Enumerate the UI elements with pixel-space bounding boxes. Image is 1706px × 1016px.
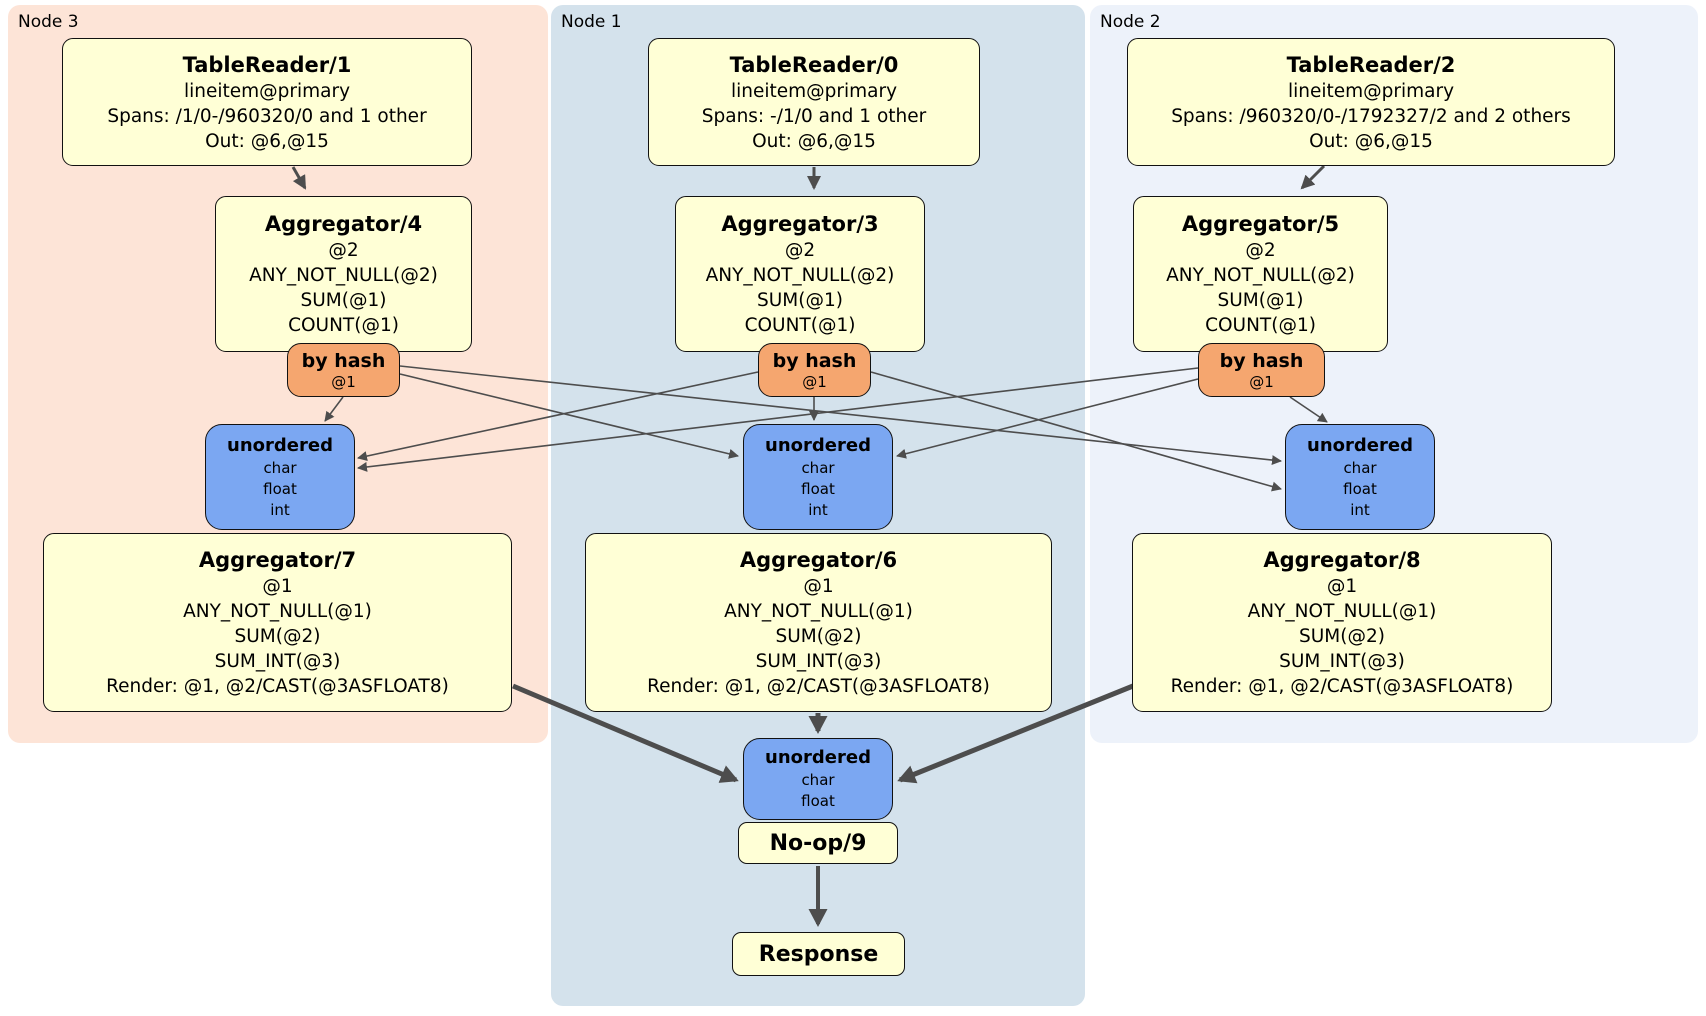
processor-detail: Spans: -/1/0 and 1 other <box>701 105 927 127</box>
sync-detail: char <box>263 458 297 477</box>
processor-detail: SUM(@2) <box>234 626 321 647</box>
processor-detail: lineitem@primary <box>183 80 351 102</box>
processor-detail: COUNT(@1) <box>744 315 856 336</box>
processor-detail: @2 <box>328 240 359 261</box>
processor-detail: Render: @1, @2/CAST(@3ASFLOAT8) <box>647 676 990 697</box>
processor-detail: COUNT(@1) <box>288 315 399 336</box>
processor-tablereader-0: TableReader/0 lineitem@primary Spans: -/… <box>648 38 980 166</box>
processor-detail: Out: @6,@15 <box>1309 130 1433 152</box>
router-title: by hash <box>301 349 386 372</box>
processor-detail: ANY_NOT_NULL(@2) <box>1166 265 1355 286</box>
sync-detail: char <box>1343 458 1377 477</box>
processor-aggregator-7: Aggregator/7 @1 ANY_NOT_NULL(@1) SUM(@2)… <box>43 533 512 712</box>
sync-detail: float <box>801 479 835 498</box>
router-by-hash-node3: by hash @1 <box>287 343 400 397</box>
processor-detail: ANY_NOT_NULL(@2) <box>705 265 895 286</box>
processor-detail: Spans: /960320/0-/1792327/2 and 2 others <box>1171 105 1571 127</box>
processor-detail: Render: @1, @2/CAST(@3ASFLOAT8) <box>1170 676 1514 697</box>
processor-aggregator-3: Aggregator/3 @2 ANY_NOT_NULL(@2) SUM(@1)… <box>675 196 925 352</box>
processor-detail: ANY_NOT_NULL(@1) <box>183 601 372 622</box>
sync-unordered-node1: unordered char float int <box>743 424 893 530</box>
processor-title: Aggregator/8 <box>1263 548 1421 572</box>
processor-detail: SUM(@1) <box>757 290 843 311</box>
processor-aggregator-8: Aggregator/8 @1 ANY_NOT_NULL(@1) SUM(@2)… <box>1132 533 1552 712</box>
processor-noop-9: No-op/9 <box>738 822 898 864</box>
processor-detail: lineitem@primary <box>730 80 898 102</box>
processor-title: No-op/9 <box>769 830 867 856</box>
processor-detail: ANY_NOT_NULL(@2) <box>249 265 438 286</box>
processor-detail: Spans: /1/0-/960320/0 and 1 other <box>107 105 427 127</box>
router-detail: @1 <box>802 372 827 391</box>
processor-detail: SUM_INT(@3) <box>214 651 341 672</box>
processor-title: TableReader/0 <box>729 52 899 77</box>
sync-unordered-node2: unordered char float int <box>1285 424 1435 530</box>
processor-detail: ANY_NOT_NULL(@1) <box>724 601 913 622</box>
sync-title: unordered <box>227 434 333 456</box>
processor-detail: SUM(@1) <box>300 290 387 311</box>
processor-detail: lineitem@primary <box>1287 80 1455 102</box>
router-to-sync-edges <box>324 365 1328 492</box>
processor-aggregator-4: Aggregator/4 @2 ANY_NOT_NULL(@2) SUM(@1)… <box>215 196 472 352</box>
processor-title: Aggregator/4 <box>264 212 423 236</box>
processor-title: Aggregator/6 <box>739 548 898 572</box>
processor-detail: COUNT(@1) <box>1205 315 1316 336</box>
sync-detail: char <box>801 771 835 789</box>
router-title: by hash <box>772 349 857 372</box>
sync-detail: float <box>801 792 835 810</box>
processor-title: TableReader/2 <box>1286 52 1456 77</box>
sync-detail: int <box>808 500 828 519</box>
node2-label: Node 2 <box>1100 12 1161 32</box>
sync-detail: int <box>1350 500 1370 519</box>
router-detail: @1 <box>1249 372 1274 391</box>
router-by-hash-node1: by hash @1 <box>758 343 871 397</box>
processor-detail: @1 <box>1326 576 1358 597</box>
processor-detail: Out: @6,@15 <box>205 130 329 152</box>
sync-detail: float <box>1343 479 1377 498</box>
sync-unordered-node3: unordered char float int <box>205 424 355 530</box>
node1-label: Node 1 <box>561 12 622 32</box>
processor-detail: ANY_NOT_NULL(@1) <box>1247 601 1437 622</box>
sync-title: unordered <box>765 747 871 768</box>
processor-detail: SUM_INT(@3) <box>1279 651 1405 672</box>
processor-detail: @1 <box>803 576 834 597</box>
sync-title: unordered <box>765 434 871 456</box>
processor-detail: SUM(@2) <box>1299 626 1385 647</box>
sync-title: unordered <box>1307 434 1413 456</box>
processor-detail: @2 <box>1245 240 1276 261</box>
processor-aggregator-5: Aggregator/5 @2 ANY_NOT_NULL(@2) SUM(@1)… <box>1133 196 1388 352</box>
processor-detail: @1 <box>262 576 293 597</box>
sync-detail: int <box>270 500 290 519</box>
processor-tablereader-2: TableReader/2 lineitem@primary Spans: /9… <box>1127 38 1615 166</box>
router-by-hash-node2: by hash @1 <box>1198 343 1325 397</box>
sync-unordered-final: unordered char float <box>743 738 893 820</box>
processor-detail: SUM_INT(@3) <box>755 651 882 672</box>
router-title: by hash <box>1219 349 1304 372</box>
processor-detail: SUM(@1) <box>1217 290 1304 311</box>
processor-title: TableReader/1 <box>182 52 352 77</box>
sync-detail: float <box>263 479 297 498</box>
node3-label: Node 3 <box>18 12 79 32</box>
response-box: Response <box>732 932 905 976</box>
response-title: Response <box>758 941 879 967</box>
processor-detail: Render: @1, @2/CAST(@3ASFLOAT8) <box>106 676 449 697</box>
aggregator-to-final-sync-edges <box>512 683 1134 784</box>
processor-aggregator-6: Aggregator/6 @1 ANY_NOT_NULL(@1) SUM(@2)… <box>585 533 1052 712</box>
processor-title: Aggregator/3 <box>721 212 879 236</box>
processor-title: Aggregator/5 <box>1181 212 1340 236</box>
processor-title: Aggregator/7 <box>198 548 357 572</box>
tablereader-to-aggregator-edges <box>291 164 1326 190</box>
processor-detail: @2 <box>784 240 816 261</box>
router-detail: @1 <box>331 372 356 391</box>
sync-detail: char <box>801 458 835 477</box>
processor-detail: SUM(@2) <box>775 626 862 647</box>
processor-tablereader-1: TableReader/1 lineitem@primary Spans: /1… <box>62 38 472 166</box>
processor-detail: Out: @6,@15 <box>752 130 876 152</box>
